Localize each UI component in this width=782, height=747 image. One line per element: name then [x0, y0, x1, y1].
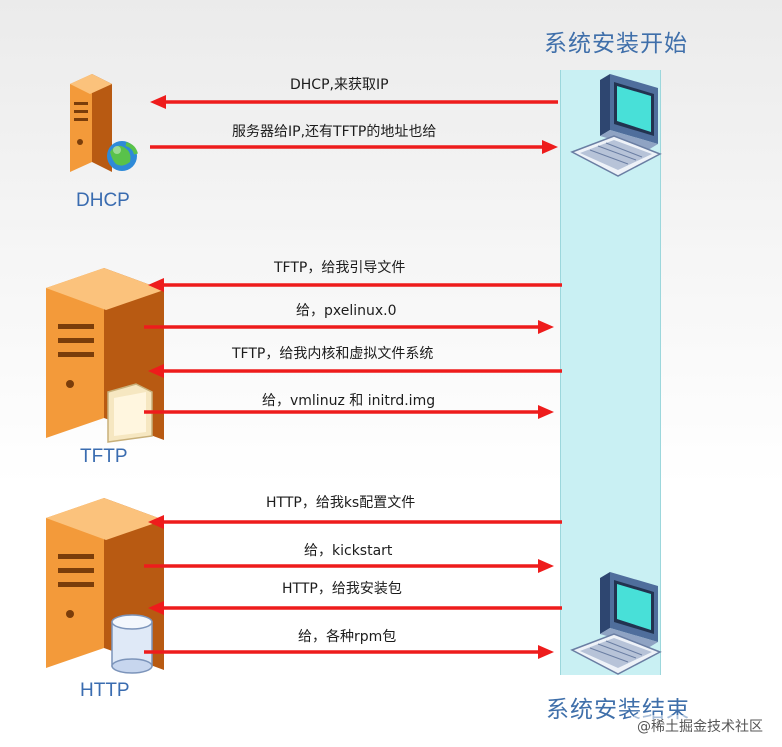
message-label: 给，pxelinux.0	[296, 303, 397, 319]
message-arrow-head	[538, 559, 554, 573]
watermark: @稀土掘金技术社区	[634, 715, 766, 737]
message-label: TFTP，给我引导文件	[274, 260, 406, 276]
message-label: 服务器给IP,还有TFTP的地址也给	[232, 124, 437, 140]
message-arrow-head	[542, 140, 558, 154]
message-label: HTTP，给我ks配置文件	[266, 495, 416, 511]
message-arrow-head	[148, 515, 164, 529]
message-label: 给，各种rpm包	[298, 629, 397, 645]
message-arrow-head	[148, 601, 164, 615]
client-computer-icon	[570, 74, 662, 177]
http-server-label: HTTP	[80, 680, 130, 701]
message-label: 给，vmlinuz 和 initrd.img	[262, 393, 436, 409]
message-arrow-head	[538, 405, 554, 419]
message-arrow-head	[538, 645, 554, 659]
message-label: HTTP，给我安装包	[282, 581, 402, 597]
message-label: 给，kickstart	[304, 543, 393, 559]
server-database-icon	[46, 498, 164, 674]
message-arrow-head	[538, 320, 554, 334]
message-arrow-head	[148, 278, 164, 292]
message-label: TFTP，给我内核和虚拟文件系统	[232, 346, 434, 362]
tftp-server-label: TFTP	[80, 446, 128, 467]
server-folder-icon	[46, 268, 164, 443]
message-arrow-head	[148, 364, 164, 378]
client-computer-icon	[570, 572, 662, 675]
server-globe-icon	[70, 74, 138, 172]
message-arrow-head	[150, 95, 166, 109]
message-label: DHCP,来获取IP	[290, 77, 389, 93]
dhcp-server-label: DHCP	[76, 190, 130, 211]
install-start-title: 系统安装开始	[544, 31, 688, 57]
